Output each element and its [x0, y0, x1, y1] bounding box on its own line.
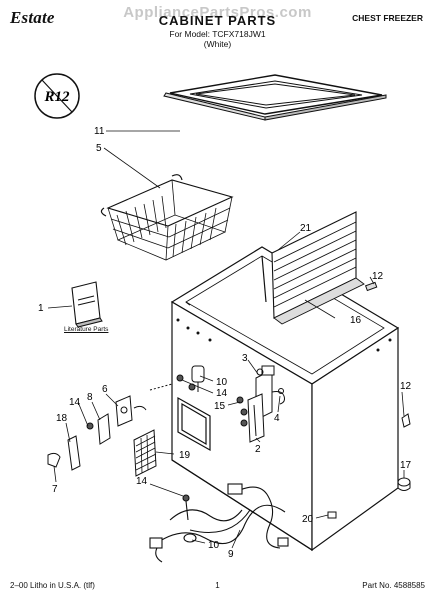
callout-12-top: 12: [372, 271, 384, 282]
r12-logo: R12: [34, 73, 80, 119]
callout-14-left: 14: [69, 397, 81, 408]
model-line: For Model: TCFX718JW1: [169, 29, 266, 39]
leader-lines: [47, 130, 405, 549]
callout-5: 5: [96, 143, 102, 154]
freezer-cabinet: [170, 246, 400, 552]
footer-litho: 2–00 Litho in U.S.A. (tlf): [10, 581, 95, 590]
clip-part-top: [364, 281, 378, 292]
callout-18: 18: [56, 413, 68, 424]
page-title: CABINET PARTS: [158, 13, 277, 28]
wiring-harness: [149, 483, 289, 563]
callout-19: 19: [179, 450, 191, 461]
literature-parts-label: Literature Parts: [64, 326, 109, 333]
divider-panel: [271, 211, 365, 325]
callout-8: 8: [87, 392, 93, 403]
vent-grille: [133, 429, 157, 477]
callout-4: 4: [274, 413, 280, 424]
small-clip: [327, 511, 337, 519]
callout-14-mid: 14: [216, 388, 228, 399]
thermostat-assembly: [247, 365, 285, 443]
callout-12-side: 12: [400, 381, 412, 392]
callout-14-bottom: 14: [136, 476, 148, 487]
control-parts: [149, 365, 248, 427]
hinge-brackets: [47, 395, 147, 471]
callout-17: 17: [400, 460, 412, 471]
callout-2: 2: [255, 444, 261, 455]
callout-21: 21: [300, 223, 312, 234]
color-line: (White): [203, 39, 232, 49]
watermark: AppliancePartsPros.com: [123, 4, 312, 21]
callout-15: 15: [214, 401, 226, 412]
callout-7: 7: [52, 484, 58, 495]
lid-gasket: [163, 74, 387, 121]
callout-20: 20: [302, 514, 314, 525]
r12-logo-text: R12: [43, 89, 70, 105]
footer-page-number: 1: [215, 581, 220, 590]
callout-10-bottom: 10: [208, 540, 220, 551]
side-clip-and-leveler: [397, 413, 411, 491]
callout-1: 1: [38, 303, 44, 314]
callout-6: 6: [102, 384, 108, 395]
footer-part-number: Part No. 4588585: [362, 581, 425, 590]
wire-basket: [100, 174, 234, 261]
brand-logo: Estate: [10, 8, 55, 27]
callout-11: 11: [94, 126, 105, 137]
callout-10-top: 10: [216, 377, 228, 388]
literature-booklet: [71, 281, 103, 328]
callout-9: 9: [228, 549, 234, 560]
product-type: CHEST FREEZER: [352, 13, 423, 23]
callout-16: 16: [350, 315, 362, 326]
callout-3: 3: [242, 353, 248, 364]
